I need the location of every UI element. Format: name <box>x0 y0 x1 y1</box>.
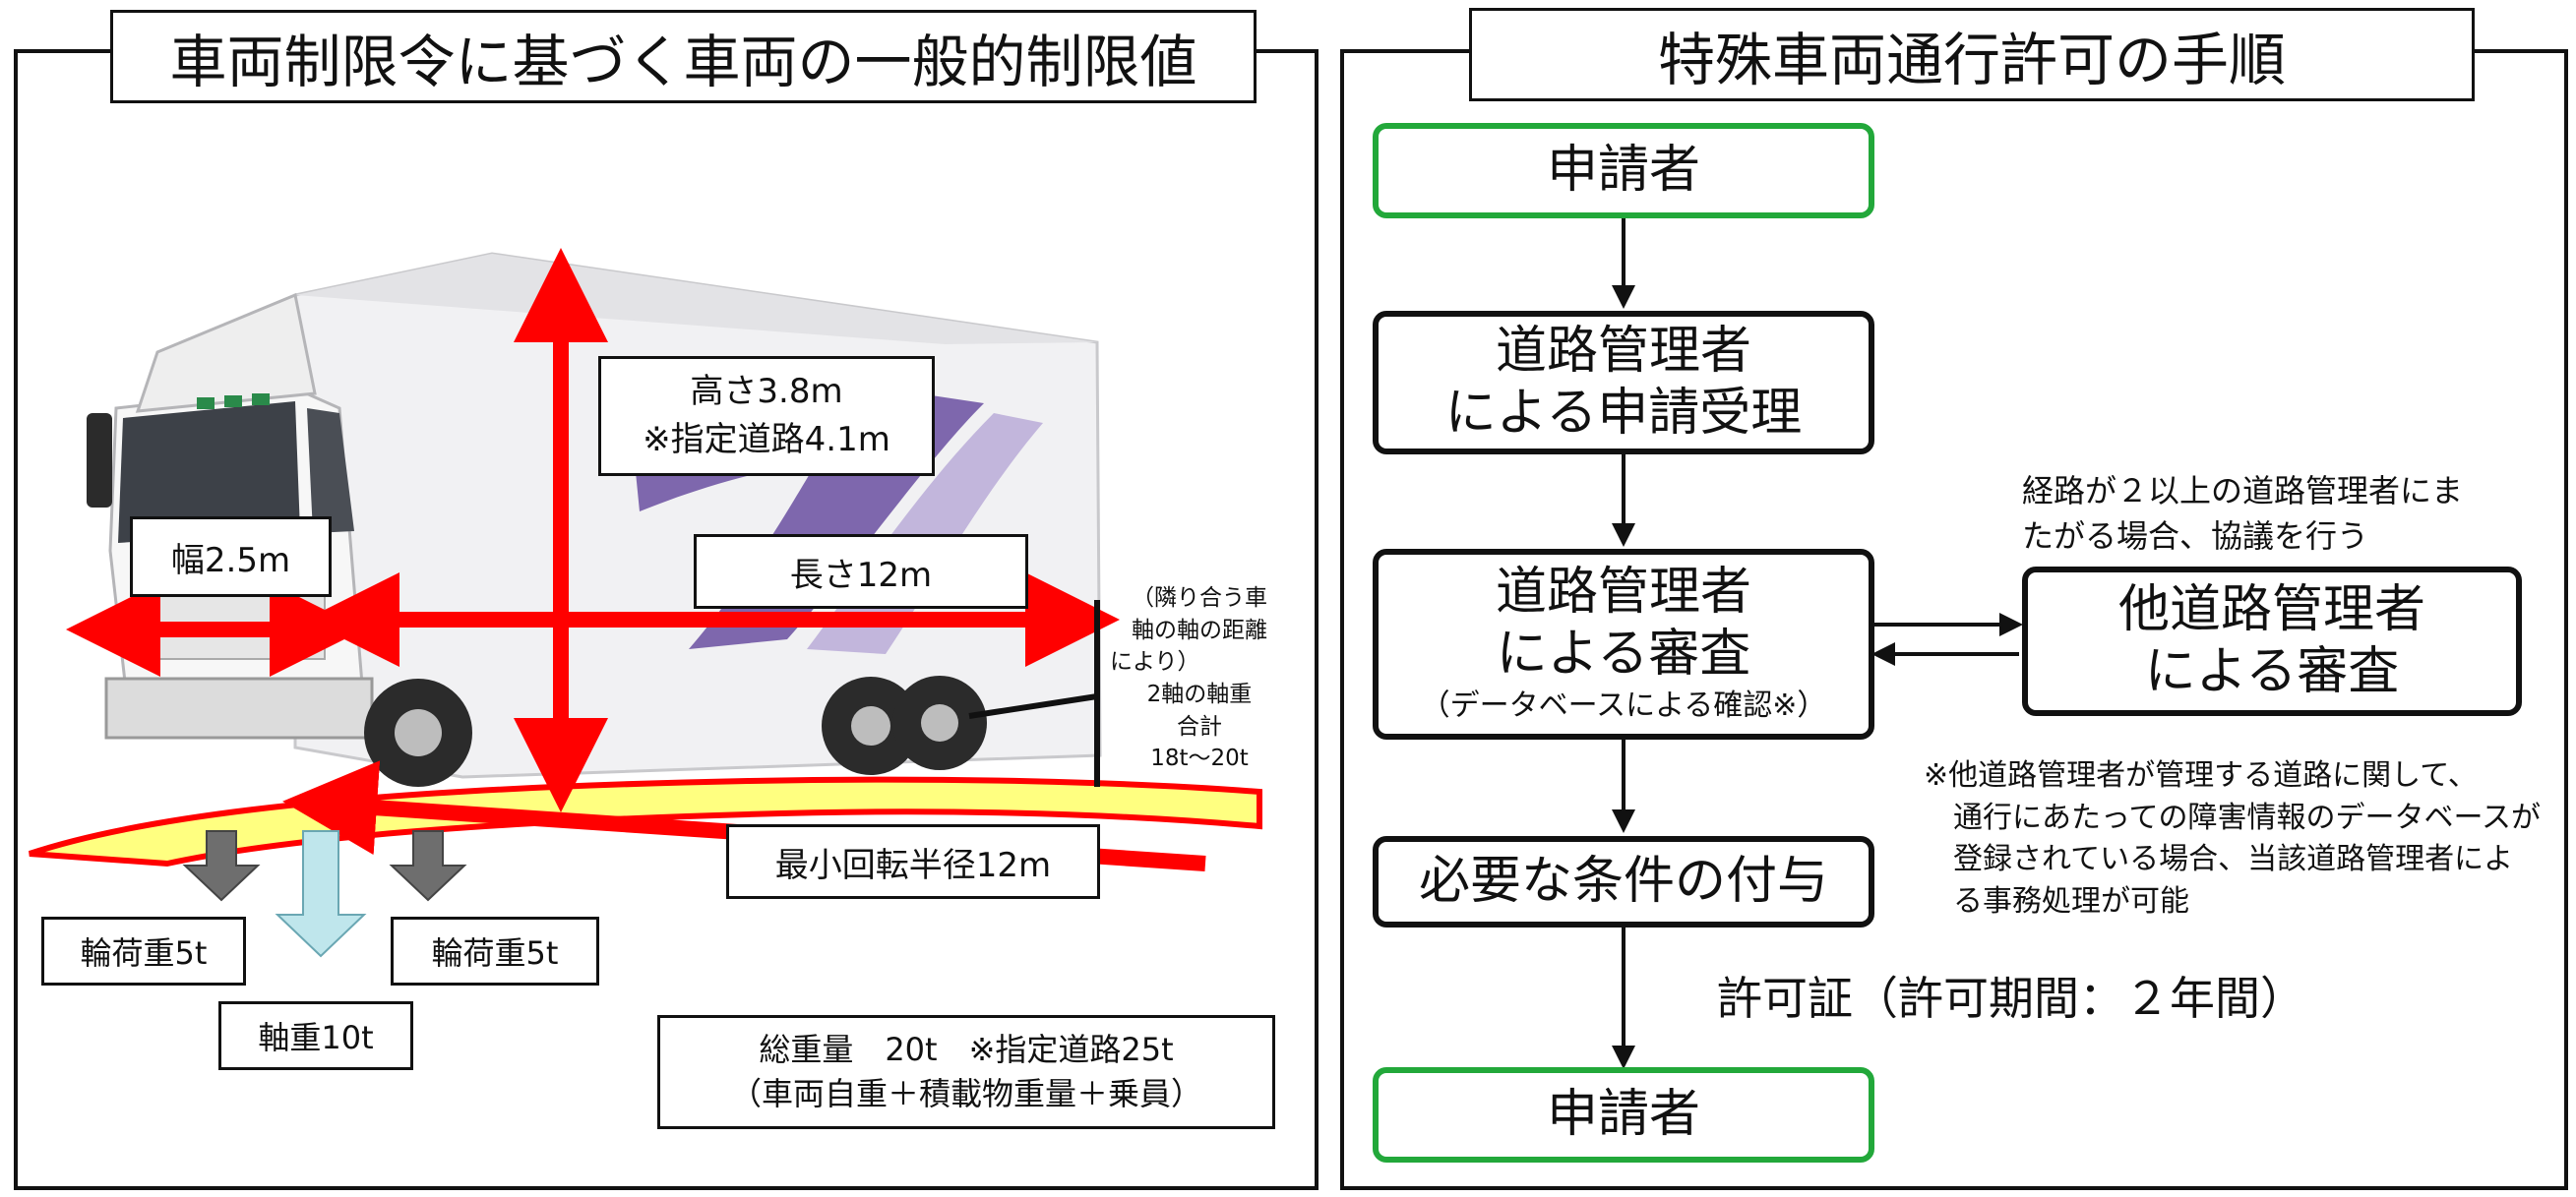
wheel-load-right-arrow <box>389 830 467 902</box>
axle-note-line-6: 18t～20t <box>1150 746 1249 772</box>
consult-note-line-2: たがる場合、協議を行う <box>2022 517 2369 556</box>
flow-conditions: 必要な条件の付与 <box>1373 836 1874 928</box>
footnote-line-4: る事務処理が可能 <box>1924 883 2189 919</box>
wheel-load-left-arrow <box>182 830 261 902</box>
mirror <box>87 413 112 508</box>
cargo-box-top <box>295 254 1097 344</box>
axle-note-line-2: 軸の軸の距離 <box>1132 617 1267 643</box>
wheel-load-left-label: 輪荷重5t <box>41 917 246 986</box>
footnote-line-1: ※他道路管理者が管理する道路に関して、 <box>1924 758 2478 793</box>
wheel-load-right-label: 輪荷重5t <box>391 917 599 986</box>
gross-weight-composition: （車両自重＋積載物重量＋乗員） <box>729 1075 1202 1112</box>
consult-note: 経路が２以上の道路管理者にま たがる場合、協議を行う <box>2022 468 2463 560</box>
axle-bracket-leader <box>968 693 1098 719</box>
height-label: 高さ3.8m ※指定道路4.1m <box>598 356 935 476</box>
flow-review-line-2: による審査 <box>1496 625 1751 684</box>
gross-weight-label: 総重量 20t ※指定道路25t （車両自重＋積載物重量＋乗員） <box>657 1015 1275 1129</box>
flow-review-line-1: 道路管理者 <box>1495 562 1751 622</box>
turning-radius-label: 最小回転半径12m <box>726 824 1100 899</box>
flow-acceptance-line-2: による申請受理 <box>1444 384 1803 443</box>
cab-badge-3 <box>252 393 270 405</box>
flow-acceptance: 道路管理者 による申請受理 <box>1373 311 1874 454</box>
axle-load-label: 軸重10t <box>218 1001 413 1070</box>
flow-review-line-3: （データベースによる確認※） <box>1420 688 1827 724</box>
flow-acceptance-line-1: 道路管理者 <box>1495 321 1751 381</box>
cab-badge-1 <box>197 397 215 409</box>
flow-applicant-bottom: 申請者 <box>1373 1067 1874 1163</box>
axle-note-line-4: 2軸の軸重 <box>1146 681 1253 707</box>
axle-note-line-5: 合計 <box>1177 713 1222 740</box>
flow-review: 道路管理者 による審査 （データベースによる確認※） <box>1373 549 1874 740</box>
axle-note-line-1: （隣り合う車 <box>1132 585 1267 611</box>
bumper <box>104 677 374 740</box>
cab-badge-2 <box>224 395 242 407</box>
consult-note-line-1: 経路が２以上の道路管理者にま <box>2022 472 2464 509</box>
flow-other-review-line-1: 他道路管理者 <box>2117 579 2425 639</box>
turning-path <box>29 776 1262 868</box>
height-designated-road: ※指定道路4.1m <box>643 420 890 459</box>
flow-other-review-line-2: による審査 <box>2144 642 2400 701</box>
length-label: 長さ12m <box>694 534 1028 609</box>
rear-wheel-1-hub <box>851 706 890 746</box>
right-panel-title: 特殊車両通行許可の手順 <box>1469 8 2475 101</box>
footnote-line-2: 通行にあたっての障害情報のデータベースが <box>1924 800 2541 835</box>
front-wheel-hub <box>395 709 442 756</box>
width-label: 幅2.5m <box>130 516 332 597</box>
axle-load-arrow <box>275 830 367 958</box>
side-window <box>307 408 354 533</box>
height-value: 高さ3.8m <box>690 371 843 411</box>
rear-wheel-2-hub <box>921 704 958 742</box>
left-panel-title: 車両制限令に基づく車両の一般的制限値 <box>110 10 1257 103</box>
axle-note: （隣り合う車 軸の軸の距離 により） 2軸の軸重 合計 18t～20t <box>1110 582 1289 775</box>
database-footnote: ※他道路管理者が管理する道路に関して、 通行にあたっての障害情報のデータベースが… <box>1924 755 2541 923</box>
footnote-line-3: 登録されている場合、当該道路管理者によ <box>1924 842 2514 877</box>
flow-applicant-top: 申請者 <box>1373 123 1874 218</box>
axle-note-line-3: により） <box>1110 649 1200 676</box>
gross-weight-value: 総重量 20t ※指定道路25t <box>759 1030 1174 1068</box>
flow-other-review: 他道路管理者 による審査 <box>2022 567 2522 716</box>
permit-label: 許可証（許可期間：２年間） <box>1717 972 2305 1025</box>
cab-roof <box>135 292 317 413</box>
windshield <box>118 401 300 543</box>
